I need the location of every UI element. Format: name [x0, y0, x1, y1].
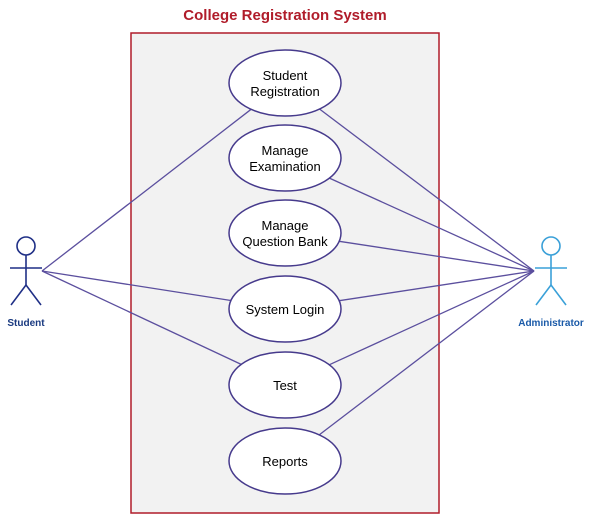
- use-case-reports[interactable]: Reports: [228, 427, 342, 495]
- association-line-administrator-manage-question-bank: [339, 240, 535, 272]
- association-line-student-test: [41, 270, 242, 365]
- association-line-administrator-manage-examination: [329, 177, 535, 272]
- use-case-ellipse: [228, 199, 342, 267]
- student-stick-figure-icon: [10, 236, 42, 306]
- use-case-label: Student: [263, 68, 308, 83]
- use-case-label: Examination: [249, 159, 321, 174]
- use-case-label: Reports: [262, 454, 308, 469]
- use-case-ellipse: [228, 351, 342, 419]
- use-case-label: Test: [273, 378, 297, 393]
- student-actor[interactable]: Student: [7, 236, 45, 329]
- use-case-ellipse: [228, 124, 342, 192]
- association-line-administrator-system-login: [339, 270, 535, 302]
- use-case-label: Registration: [250, 84, 319, 99]
- use-case-ellipse: [228, 275, 342, 343]
- use-case-label: Manage: [262, 218, 309, 233]
- diagram-title: College Registration System: [183, 7, 386, 24]
- use-case-label: Question Bank: [242, 234, 328, 249]
- student-label: Student: [7, 318, 45, 329]
- use-case-ellipse: [228, 427, 342, 495]
- use-case-label: Manage: [262, 143, 309, 158]
- administrator-actor[interactable]: Administrator: [518, 236, 584, 329]
- administrator-label: Administrator: [518, 318, 584, 329]
- administrator-stick-figure-icon: [535, 236, 567, 306]
- use-case-ellipse: [228, 49, 342, 117]
- association-line-administrator-student-registration: [319, 108, 535, 272]
- use-case-system-login[interactable]: System Login: [228, 275, 342, 343]
- association-lines: [41, 108, 535, 436]
- association-line-student-system-login: [41, 270, 232, 302]
- association-line-student-student-registration: [41, 108, 252, 272]
- use-case-test[interactable]: Test: [228, 351, 342, 419]
- use-case-label: System Login: [246, 302, 325, 317]
- association-line-administrator-test: [328, 270, 535, 366]
- association-line-administrator-reports: [318, 270, 535, 436]
- use-case-group: StudentRegistrationManageExaminationMana…: [228, 49, 342, 495]
